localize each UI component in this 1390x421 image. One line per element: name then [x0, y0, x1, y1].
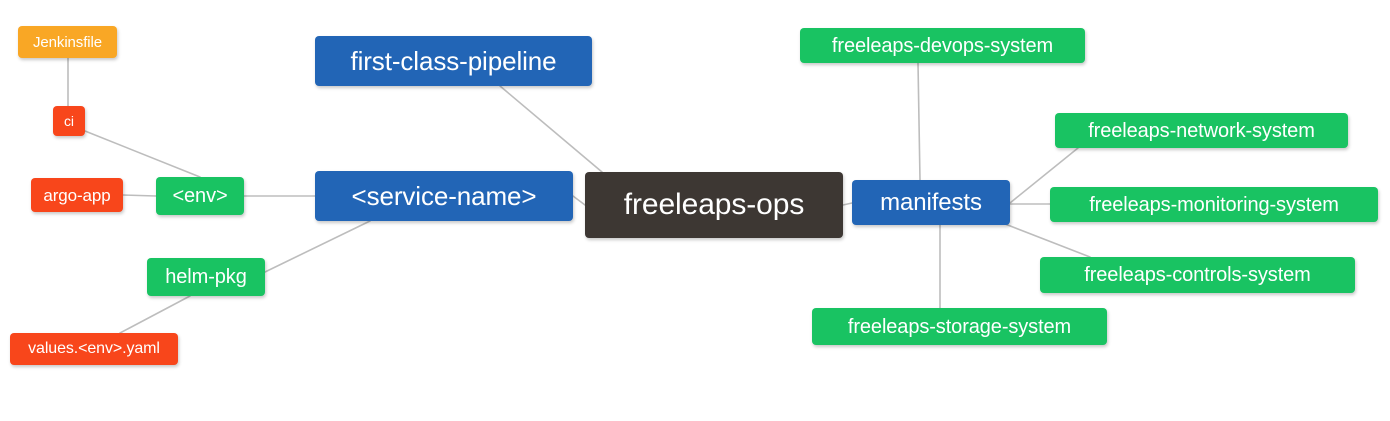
edge-manifests-to-freeleaps-devops-system: [917, 62, 921, 181]
node-values-env-yaml[interactable]: values.<env>.yaml: [10, 333, 178, 365]
node-freeleaps-monitoring-system[interactable]: freeleaps-monitoring-system: [1050, 187, 1378, 222]
node-env[interactable]: <env>: [156, 177, 244, 215]
node-argo-app[interactable]: argo-app: [31, 178, 123, 212]
edge-freeleaps-ops-to-manifests: [842, 202, 853, 206]
node-service-name[interactable]: <service-name>: [315, 171, 573, 221]
node-freeleaps-devops-system[interactable]: freeleaps-devops-system: [800, 28, 1085, 63]
node-freeleaps-ops[interactable]: freeleaps-ops: [585, 172, 843, 238]
node-freeleaps-network-system[interactable]: freeleaps-network-system: [1055, 113, 1348, 148]
node-freeleaps-storage-system[interactable]: freeleaps-storage-system: [812, 308, 1107, 345]
node-jenkinsfile[interactable]: Jenkinsfile: [18, 26, 117, 58]
node-first-class-pipeline[interactable]: first-class-pipeline: [315, 36, 592, 86]
edge-env-to-argo-app: [122, 194, 157, 197]
node-helm-pkg[interactable]: helm-pkg: [147, 258, 265, 296]
node-manifests[interactable]: manifests: [852, 180, 1010, 225]
node-freeleaps-controls-system[interactable]: freeleaps-controls-system: [1040, 257, 1355, 293]
edge-manifests-to-freeleaps-controls-system: [999, 221, 1091, 258]
node-ci[interactable]: ci: [53, 106, 85, 136]
edge-helm-pkg-to-values-env-yaml: [119, 295, 191, 334]
edge-env-to-ci: [84, 130, 201, 178]
edge-service-name-to-helm-pkg: [264, 220, 371, 273]
edge-freeleaps-ops-to-first-class-pipeline: [499, 85, 603, 173]
edge-freeleaps-ops-to-service-name: [572, 195, 586, 206]
